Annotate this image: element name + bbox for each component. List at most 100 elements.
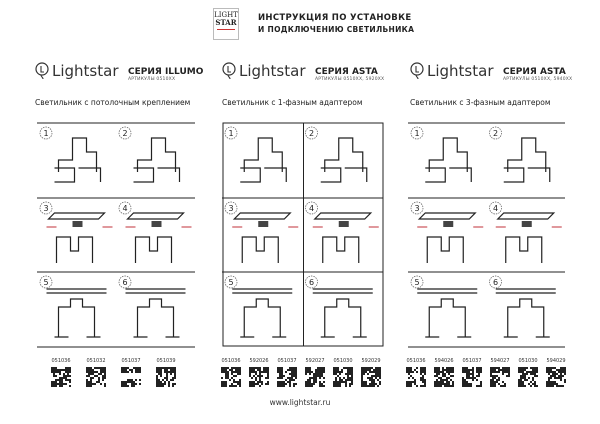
- article-number: 051039: [156, 358, 176, 364]
- fixture-outline: [505, 236, 543, 263]
- bulb-icon: [222, 62, 236, 80]
- fixture-subtitle: Светильник с 3-фазным адаптером: [410, 98, 551, 107]
- track-rail: [417, 288, 478, 294]
- logo-text-star: STAR: [215, 18, 237, 27]
- lightstar-header-logo: LIGHT STAR: [213, 8, 239, 40]
- document-title: ИНСТРУКЦИЯ ПО УСТАНОВКЕ И ПОДКЛЮЧЕНИЮ СВ…: [258, 13, 414, 35]
- step-3-illustration: 3: [39, 201, 113, 263]
- step-number-circle: [39, 201, 53, 215]
- step-number-circle: [489, 201, 502, 215]
- product-code: 594029: [543, 358, 569, 387]
- track-rail: [496, 212, 556, 220]
- fixture-outline: [428, 298, 466, 337]
- qr-code[interactable]: [333, 367, 353, 387]
- fixture-outline: [136, 298, 175, 337]
- qr-code[interactable]: [546, 367, 566, 387]
- logo-text-light: LIGHT: [214, 11, 238, 19]
- brand-name: Lightstar: [52, 62, 119, 80]
- product-code: 592027: [302, 358, 328, 387]
- step-number-circle: [489, 126, 502, 140]
- qr-code[interactable]: [86, 367, 106, 387]
- fixture-base: [133, 167, 181, 183]
- product-code: 051037: [274, 358, 300, 387]
- qr-code[interactable]: [277, 367, 297, 387]
- fixture-base: [425, 167, 472, 183]
- brand-logo: Lightstar: [222, 62, 306, 80]
- adapter: [151, 221, 162, 227]
- qr-code[interactable]: [156, 367, 176, 387]
- fixture-outline: [507, 298, 545, 337]
- step-number-circle: [39, 275, 53, 289]
- fixture-outline: [57, 298, 96, 337]
- adapter: [258, 221, 269, 227]
- adapter: [338, 221, 349, 227]
- step-4-illustration: 4: [489, 201, 562, 263]
- fixture-outline: [134, 236, 173, 263]
- step-2-illustration: 2: [489, 126, 551, 183]
- step-number: 6: [493, 278, 498, 287]
- step-1-illustration: 1: [224, 126, 287, 183]
- step-number: 2: [493, 129, 498, 138]
- qr-code[interactable]: [361, 367, 381, 387]
- qr-code[interactable]: [462, 367, 482, 387]
- article-numbers: АРТИКУЛЫ 0510ХХ, 5940ХХ: [503, 77, 573, 82]
- qr-code[interactable]: [305, 367, 325, 387]
- article-number: 594026: [434, 358, 454, 364]
- step-number-circle: [305, 275, 318, 289]
- brand-name: Lightstar: [239, 62, 306, 80]
- article-number: 051030: [518, 358, 538, 364]
- qr-code[interactable]: [221, 367, 241, 387]
- bulb-icon: [410, 62, 424, 80]
- article-number: 051037: [462, 358, 482, 364]
- article-number: 592029: [361, 358, 381, 364]
- title-line-1: ИНСТРУКЦИЯ ПО УСТАНОВКЕ: [258, 13, 412, 23]
- qr-code[interactable]: [434, 367, 454, 387]
- qr-code[interactable]: [121, 367, 141, 387]
- fixture-outline: [324, 137, 364, 172]
- qr-code[interactable]: [51, 367, 71, 387]
- step-number: 4: [493, 204, 498, 213]
- step-1-illustration: 1: [39, 126, 102, 183]
- product-code: 051032: [83, 358, 109, 387]
- article-number: 592027: [305, 358, 325, 364]
- step-6-illustration: 6: [305, 275, 373, 338]
- fixture-outline: [136, 137, 177, 172]
- step-number-circle: [118, 126, 132, 140]
- article-number: 594027: [490, 358, 510, 364]
- track-rail: [232, 212, 292, 220]
- step-1-illustration: 1: [410, 126, 472, 183]
- qr-code[interactable]: [518, 367, 538, 387]
- step-number-circle: [39, 126, 53, 140]
- product-code: 051036: [218, 358, 244, 387]
- step-number: 5: [228, 278, 233, 287]
- track-rail: [125, 288, 186, 294]
- product-code: 051036: [403, 358, 429, 387]
- qr-code[interactable]: [490, 367, 510, 387]
- article-number: 051030: [333, 358, 353, 364]
- product-code: 051037: [459, 358, 485, 387]
- step-number-circle: [305, 201, 318, 215]
- track-rail: [495, 288, 556, 294]
- product-code: 051039: [153, 358, 179, 387]
- fixture-subtitle: Светильник с 1-фазным адаптером: [222, 98, 363, 107]
- adapter: [521, 221, 532, 227]
- article-number: 592026: [249, 358, 269, 364]
- qr-code[interactable]: [406, 367, 426, 387]
- title-line-2: И ПОДКЛЮЧЕНИЮ СВЕТИЛЬНИКА: [258, 25, 415, 34]
- step-number: 2: [309, 129, 314, 138]
- step-5-illustration: 5: [39, 275, 107, 338]
- fixture-base: [54, 167, 102, 183]
- product-code: 592029: [358, 358, 384, 387]
- qr-code[interactable]: [249, 367, 269, 387]
- article-number: 051037: [277, 358, 297, 364]
- article-number: 051037: [121, 358, 141, 364]
- step-3-illustration: 3: [224, 201, 299, 263]
- step-number: 6: [309, 278, 314, 287]
- website-link[interactable]: www.lightstar.ru: [269, 398, 331, 407]
- step-number: 5: [414, 278, 419, 287]
- fixture-subtitle: Светильник с потолочным креплением: [35, 98, 191, 107]
